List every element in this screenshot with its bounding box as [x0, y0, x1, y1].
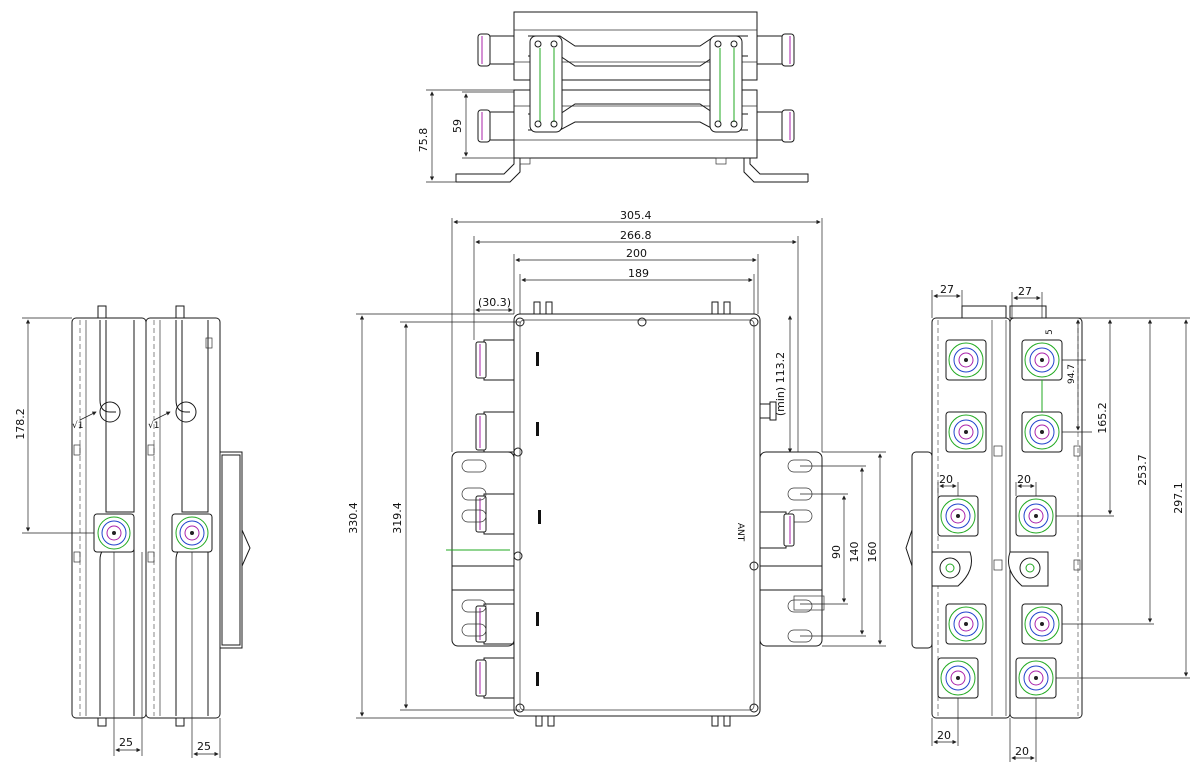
dim-140: 140 — [848, 542, 861, 563]
dim-90: 90 — [830, 545, 843, 559]
dim-20-a: 20 — [939, 473, 953, 486]
dim-27-right: 27 — [1018, 285, 1032, 298]
roughness-mark-1: √1 — [72, 420, 83, 431]
dim-94-7: 94.7 — [1067, 364, 1077, 384]
dim-27-left: 27 — [940, 283, 954, 296]
dim-20-d: 20 — [1015, 745, 1029, 758]
dim-305-4: 305.4 — [620, 209, 652, 222]
dim-253-7: 253.7 — [1136, 454, 1149, 486]
dim-330-4: 330.4 — [347, 502, 360, 534]
dim-165-2: 165.2 — [1096, 402, 1109, 434]
left-view: √1 √1 178.2 25 25 — [14, 305, 251, 758]
right-right-connectors — [1015, 339, 1063, 699]
front-left-connectors — [475, 339, 515, 699]
dim-200: 200 — [626, 247, 647, 260]
top-view: 75.8 59 — [417, 11, 809, 183]
roughness-mark-2: √1 — [148, 420, 159, 431]
dim-319-4: 319.4 — [391, 502, 404, 534]
right-left-connectors — [937, 339, 987, 699]
dim-25-left: 25 — [119, 736, 133, 749]
dim-25-right: 25 — [197, 740, 211, 753]
dim-297-1: 297.1 — [1172, 482, 1185, 514]
dim-59: 59 — [451, 119, 464, 133]
dim-75-8: 75.8 — [417, 128, 430, 153]
dim-5: 5 — [1045, 329, 1055, 335]
front-view: ANT 305.4 266.8 200 189 (30.3) 330.4 319… — [347, 209, 886, 727]
dim-160: 160 — [866, 542, 879, 563]
dim-min-113-2: (min) 113.2 — [774, 352, 787, 416]
dim-189: 189 — [628, 267, 649, 280]
right-view: 27 27 5 94.7 165.2 253.7 297.1 20 20 20 — [905, 283, 1190, 762]
dim-178-2: 178.2 — [14, 408, 27, 440]
dim-20-b: 20 — [1017, 473, 1031, 486]
dim-30-3: (30.3) — [478, 296, 511, 309]
dim-266-8: 266.8 — [620, 229, 652, 242]
dim-20-c: 20 — [937, 729, 951, 742]
ant-label: ANT — [735, 523, 745, 542]
